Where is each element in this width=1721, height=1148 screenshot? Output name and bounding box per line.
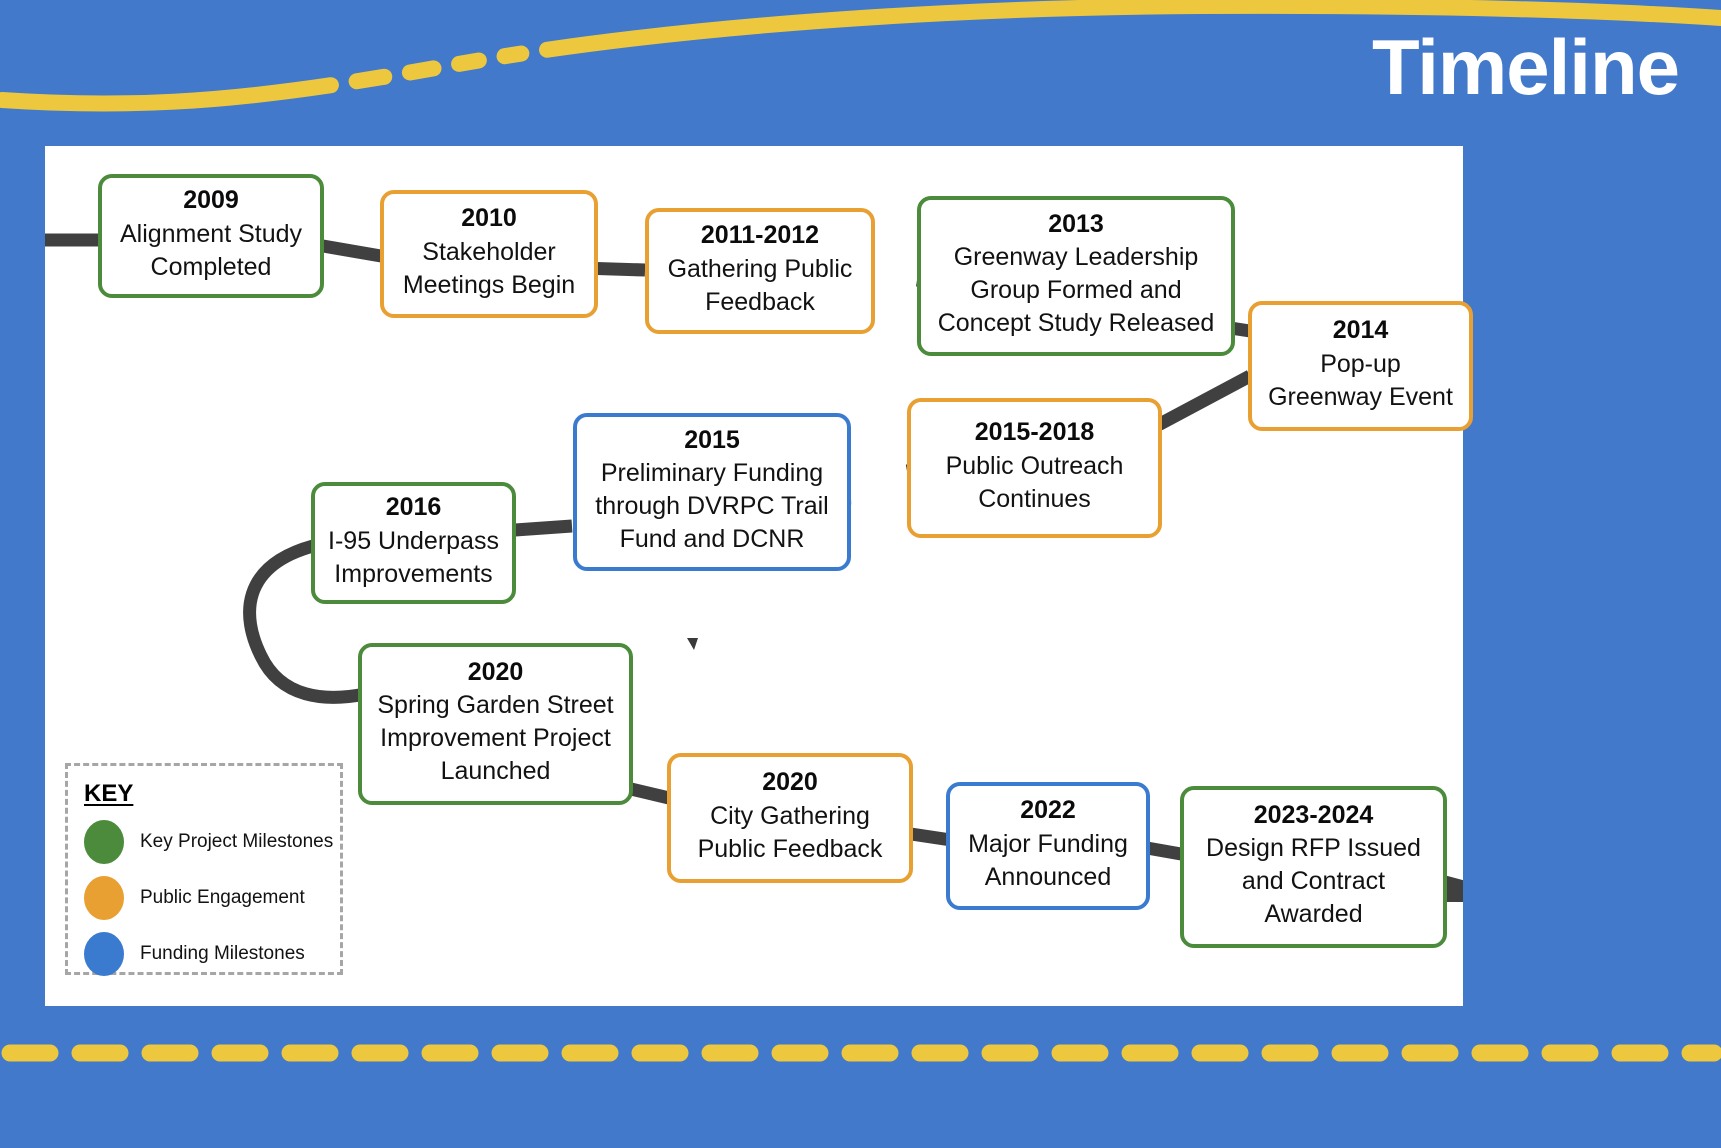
milestone-2015[interactable]: 2015 Preliminary Funding through DVRPC T… xyxy=(573,413,851,571)
legend-key: KEY Key Project Milestones Public Engage… xyxy=(65,763,343,976)
milestone-2016[interactable]: 2016 I-95 Underpass Improvements xyxy=(311,482,516,604)
legend-swatch-orange xyxy=(84,876,124,920)
milestone-year: 2014 xyxy=(1332,316,1389,345)
legend-item-label: Funding Milestones xyxy=(140,943,305,964)
milestone-2020-spring-garden[interactable]: 2020 Spring Garden Street Improvement Pr… xyxy=(358,643,633,805)
legend-swatch-blue xyxy=(84,932,124,976)
milestone-label: Alignment Study Completed xyxy=(119,219,303,281)
milestone-2011-2012[interactable]: 2011-2012 Gathering Public Feedback xyxy=(645,208,875,334)
milestone-year: 2020 xyxy=(467,657,524,686)
milestone-label: Spring Garden Street Improvement Project… xyxy=(377,691,614,786)
timeline-arrow-head xyxy=(1445,882,1463,902)
legend-item-label: Public Engagement xyxy=(140,887,305,908)
milestone-2022[interactable]: 2022 Major Funding Announced xyxy=(946,782,1150,910)
legend-item-public-engagement: Public Engagement xyxy=(84,870,340,926)
milestone-year: 2009 xyxy=(183,186,239,215)
mouse-cursor-artifact xyxy=(687,638,698,650)
milestone-label: City Gathering Public Feedback xyxy=(697,801,883,863)
milestone-2015-2018[interactable]: 2015-2018 Public Outreach Continues xyxy=(907,398,1162,538)
milestone-label: Pop-up Greenway Event xyxy=(1268,349,1453,411)
milestone-2010[interactable]: 2010 Stakeholder Meetings Begin xyxy=(380,190,598,318)
legend-title: KEY xyxy=(84,780,134,807)
milestone-2013[interactable]: 2013 Greenway Leadership Group Formed an… xyxy=(917,196,1235,356)
milestone-label: Preliminary Funding through DVRPC Trail … xyxy=(595,459,829,554)
milestone-year: 2016 xyxy=(385,493,442,522)
milestone-2009[interactable]: 2009 Alignment Study Completed xyxy=(98,174,324,298)
page-title: Timeline xyxy=(1371,23,1680,111)
legend-swatch-green xyxy=(84,820,124,864)
milestone-2020-city-feedback[interactable]: 2020 City Gathering Public Feedback xyxy=(667,753,913,883)
milestone-year: 2022 xyxy=(1020,796,1076,825)
milestone-2014[interactable]: 2014 Pop-up Greenway Event xyxy=(1248,301,1473,431)
milestone-2023-2024[interactable]: 2023-2024 Design RFP Issued and Contract… xyxy=(1180,786,1447,948)
legend-item-label: Key Project Milestones xyxy=(140,831,334,852)
milestone-label: Design RFP Issued and Contract Awarded xyxy=(1206,834,1421,929)
milestone-year: 2013 xyxy=(1048,209,1104,238)
milestone-year: 2015-2018 xyxy=(974,418,1095,447)
milestone-year: 2020 xyxy=(762,768,818,797)
milestone-label: Public Outreach Continues xyxy=(945,451,1124,513)
milestone-label: Major Funding Announced xyxy=(968,829,1128,891)
milestone-year: 2011-2012 xyxy=(700,221,820,250)
timeline-canvas: 2009 Alignment Study Completed 2010 Stak… xyxy=(45,146,1473,1006)
milestone-year: 2010 xyxy=(461,204,517,233)
milestone-label: Stakeholder Meetings Begin xyxy=(402,237,576,299)
milestone-year: 2023-2024 xyxy=(1253,800,1374,829)
milestone-label: Gathering Public Feedback xyxy=(667,254,853,316)
milestone-year: 2015 xyxy=(684,425,740,454)
legend-item-funding-milestones: Funding Milestones xyxy=(84,926,340,982)
milestone-label: I-95 Underpass Improvements xyxy=(328,526,499,588)
legend-item-key-project-milestones: Key Project Milestones xyxy=(84,814,340,870)
milestone-label: Greenway Leadership Group Formed and Con… xyxy=(937,243,1215,338)
